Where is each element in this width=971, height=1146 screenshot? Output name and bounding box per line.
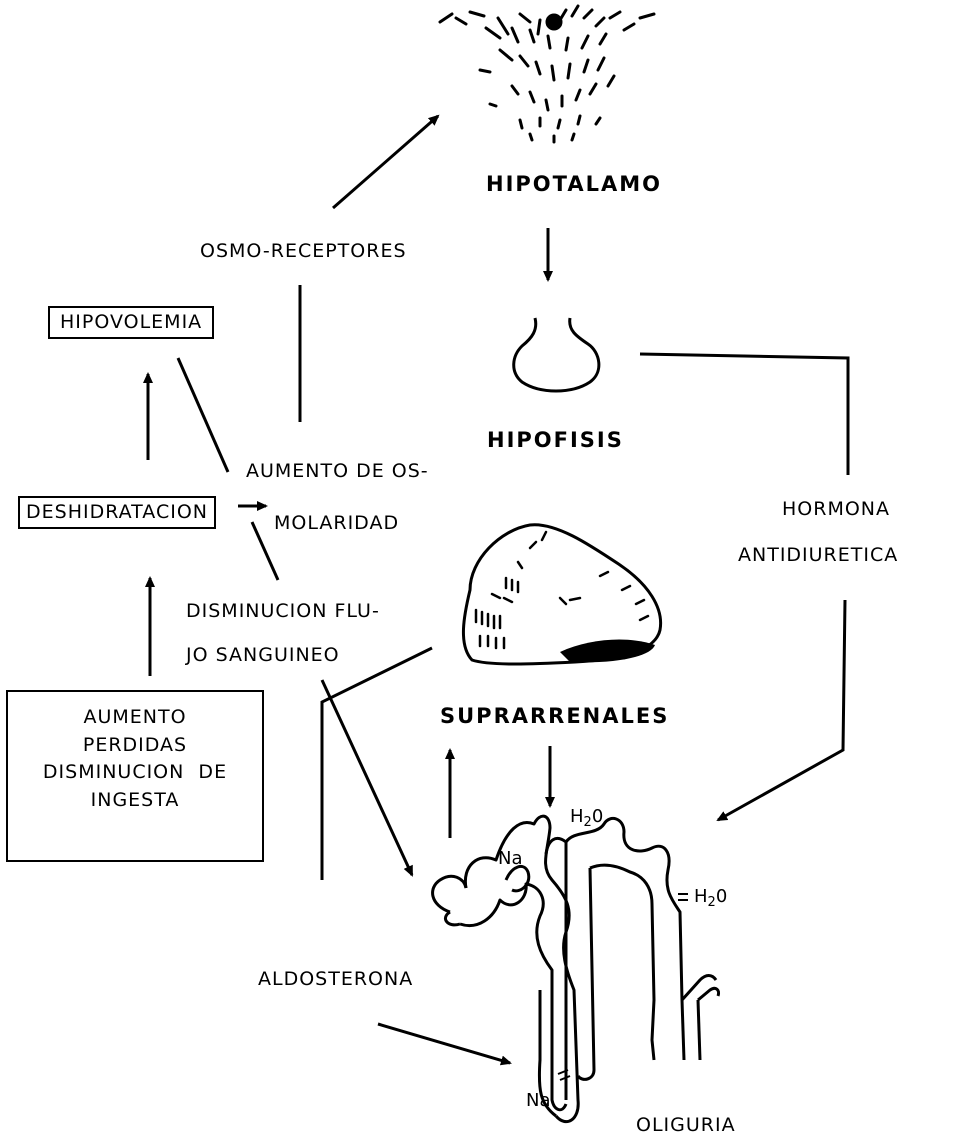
osmolarity-label-line2: MOLARIDAD bbox=[274, 512, 399, 535]
pituitary-label: HIPOFISIS bbox=[487, 428, 624, 453]
causes-box: AUMENTO PERDIDAS DISMINUCION DE INGESTA bbox=[6, 690, 264, 862]
hypovolemia-box: HIPOVOLEMIA bbox=[48, 306, 214, 339]
causes-line2: PERDIDAS bbox=[8, 732, 262, 760]
causes-line1: AUMENTO bbox=[8, 704, 262, 732]
bloodflow-label-line1: DISMINUCION FLU- bbox=[186, 600, 380, 623]
causes-line3: DISMINUCION DE bbox=[8, 759, 262, 787]
sodium-label-bottom: Na bbox=[526, 1090, 551, 1112]
adh-label-line1: HORMONA bbox=[782, 498, 890, 521]
oliguria-label: OLIGURIA bbox=[636, 1114, 736, 1137]
arrow-bloodflow-to-kidney bbox=[322, 680, 412, 875]
water-label-top: H20 bbox=[570, 806, 603, 831]
bloodflow-label-line2: JO SANGUINEO bbox=[186, 644, 340, 667]
sodium-label-top: Na bbox=[498, 848, 523, 870]
arrow-to-hypothalamus bbox=[333, 116, 438, 208]
hypothalamus-drawing bbox=[440, 6, 654, 142]
causes-line4: INGESTA bbox=[8, 787, 262, 815]
arrow-adh-to-kidney bbox=[718, 600, 845, 820]
line-adrenal-to-aldosterone bbox=[322, 648, 432, 880]
pituitary-drawing bbox=[514, 318, 599, 391]
adh-label-line2: ANTIDIURETICA bbox=[738, 544, 898, 567]
osmoreceptors-label: OSMO-RECEPTORES bbox=[200, 240, 407, 263]
osmolarity-label-line1: AUMENTO DE OS- bbox=[246, 460, 429, 483]
adrenal-drawing bbox=[463, 525, 660, 664]
nephron-drawing bbox=[433, 816, 719, 1122]
hypothalamus-label: HIPOTALAMO bbox=[486, 172, 662, 197]
dehydration-box: DESHIDRATACION bbox=[18, 496, 216, 529]
water-label-side: H20 bbox=[694, 886, 727, 911]
arrow-aldosterone-to-kidney bbox=[378, 1024, 510, 1063]
adrenals-label: SUPRARRENALES bbox=[440, 704, 669, 729]
line-hypovolemia-to-osmolarity bbox=[178, 358, 228, 472]
aldosterone-label: ALDOSTERONA bbox=[258, 968, 413, 991]
line-pituitary-to-adh bbox=[640, 354, 848, 475]
